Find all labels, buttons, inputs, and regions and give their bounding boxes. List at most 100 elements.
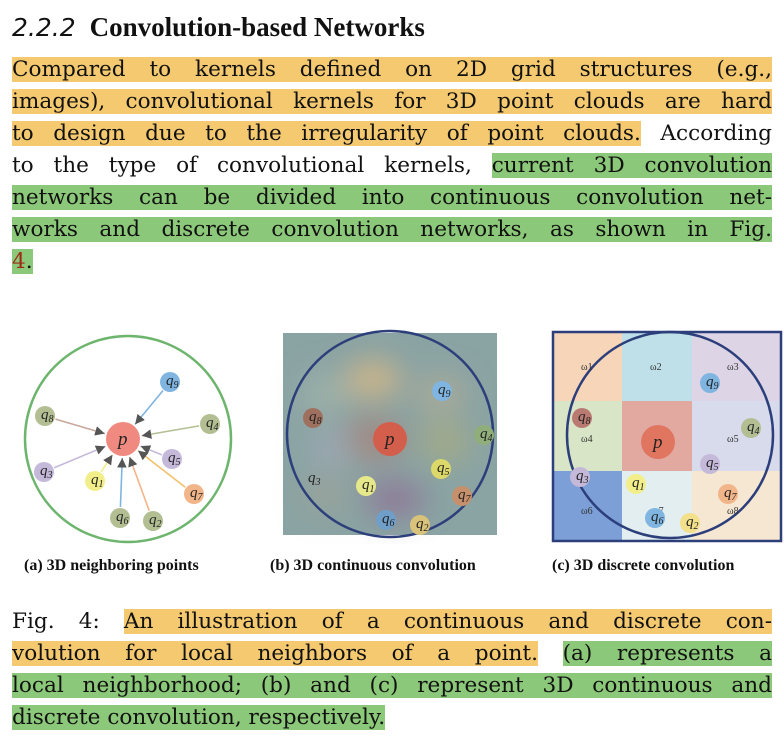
neighbor-point: q6 [645,508,665,528]
neighbor-arrow [53,445,106,469]
center-point: p [641,425,675,459]
neighbor-point: q6 [110,508,130,528]
kernel-weight-label: ω5 [727,434,739,445]
point-marker [626,474,646,494]
point-marker [184,484,204,504]
body-paragraph: Compared to kernels defined on 2D grid s… [12,54,772,278]
text-span [538,641,563,666]
point-marker [452,486,472,506]
text-span [100,609,124,634]
center-marker [373,422,407,456]
point-marker [572,408,592,428]
point-marker [356,476,376,496]
point-marker [680,513,700,533]
neighbor-point: q4 [474,425,494,445]
point-marker [35,406,55,426]
point-marker [432,381,452,401]
neighbor-arrow [134,389,164,425]
point-marker [474,425,494,445]
point-marker [741,418,761,438]
body-line: works and discrete convolution networks,… [12,214,772,246]
neighbor-point: q5 [700,454,720,474]
point-marker [645,508,665,528]
subcaption-b: (b) 3D continuous convolution [270,557,476,574]
highlighted-text: current 3D convolution [491,153,772,178]
text-span: Fig. 4: [12,609,100,634]
highlighted-text: works and discrete convolution networks,… [12,217,772,242]
kernel-weight-label: ω1 [581,362,593,373]
caption-line: discrete convolution, respectively. [12,702,772,734]
highlighted-text: volution for local neighbors of a point. [12,641,538,666]
point-marker [700,454,720,474]
point-marker [570,467,590,487]
neighbor-arrow [128,456,150,511]
highlighted-text: discrete convolution, respectively. [12,705,386,730]
center-marker [106,422,140,456]
point-marker [160,372,180,392]
neighbor-arrow [55,418,106,436]
body-line: images), convolutional kernels for 3D po… [12,86,772,118]
neighbor-point: q8 [35,406,55,426]
neighbor-point: q6 [376,510,396,530]
point-marker [376,510,396,530]
point-marker [718,484,738,504]
kernel-weight-label: ω3 [727,362,739,373]
point-marker [110,508,130,528]
neighbor-point: q7 [184,484,204,504]
center-point: p [106,422,140,456]
body-line: to the type of convolutional kernels, cu… [12,150,772,182]
caption-line: volution for local neighbors of a point.… [12,638,772,670]
body-line: to design due to the irregularity of poi… [12,118,772,150]
caption-line: local neighborhood; (b) and (c) represen… [12,670,772,702]
highlighted-text: Compared to kernels defined on 2D grid s… [12,57,772,82]
body-line: Compared to kernels defined on 2D grid s… [12,54,772,86]
body-line: networks can be divided into continuous … [12,182,772,214]
neighbor-point: q8 [572,408,592,428]
highlighted-text: networks can be divided into continuous … [12,185,772,210]
neighbor-point: q9 [432,381,452,401]
neighbor-point: q7 [452,486,472,506]
kernel-weight-label: ω6 [581,506,593,517]
neighbor-arrow [137,450,186,488]
neighbor-point: q3 [570,467,590,487]
neighborhood-circle [565,330,775,540]
highlighted-text: . [25,249,33,274]
neighbor-point: q1 [85,471,105,491]
neighbor-point: q4 [200,414,220,434]
point-marker [162,449,182,469]
neighbor-point: q5 [431,459,451,479]
neighbor-point: q4 [741,418,761,438]
highlighted-text: (a) represents a [562,641,772,666]
point-marker [143,511,163,531]
kernel-cell [553,332,622,401]
neighbor-arrow [100,454,114,473]
figure-reference-link[interactable]: 4 [12,249,26,274]
neighbor-arrow [117,457,127,508]
kernel-cell [692,471,781,541]
neighbor-arrow [141,425,200,439]
center-marker [641,425,675,459]
center-label: p [116,429,128,450]
kernel-weight-label: ω2 [650,362,662,373]
neighbor-point: q9 [700,373,720,393]
point-marker [700,373,720,393]
section-number: 2.2.2 [12,13,76,42]
highlighted-text: images), convolutional kernels for 3D po… [12,89,772,114]
caption-line: Fig. 4: An illustration of a continuous … [12,606,772,638]
point-marker [200,414,220,434]
highlighted-text: An illustration of a continuous and disc… [123,609,772,634]
point-marker [85,471,105,491]
point-marker [431,459,451,479]
point-marker [303,408,323,428]
kernel-weight-label: ω8 [727,506,739,517]
neighbor-point: q1 [626,474,646,494]
